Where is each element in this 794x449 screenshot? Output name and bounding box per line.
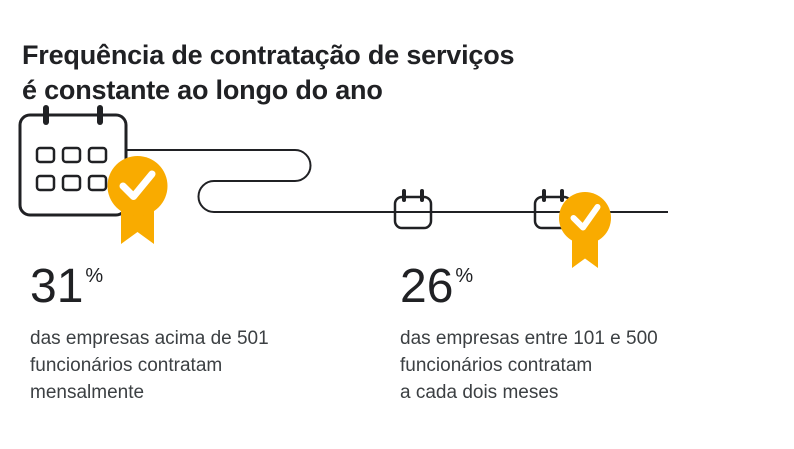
stat-description: das empresas entre 101 e 500 funcionário…	[400, 325, 730, 406]
stat-description-line: a cada dois meses	[400, 382, 559, 403]
stat-block: 26% das empresas entre 101 e 500 funcion…	[400, 248, 730, 406]
award-check-badge-icon	[559, 192, 611, 268]
award-check-badge-icon	[107, 156, 168, 244]
stat-description-line: funcionários contratam	[400, 355, 593, 376]
mini-calendar-icon	[393, 189, 433, 230]
stat-value: 26%	[400, 248, 730, 315]
stat-block: 31% das empresas acima de 501 funcionári…	[30, 248, 360, 406]
timeline-line	[126, 149, 668, 213]
stat-description: das empresas acima de 501 funcionários c…	[30, 325, 360, 406]
stat-percent-sign: %	[455, 265, 474, 287]
stat-description-line: das empresas entre 101 e 500	[400, 328, 658, 349]
stat-value: 31%	[30, 248, 360, 315]
calendar-icon	[18, 105, 128, 217]
page-title: Frequência de contratação de serviços é …	[22, 38, 515, 108]
page-title-line-1: Frequência de contratação de serviços	[22, 40, 515, 71]
stat-description-line: funcionários contratam	[30, 355, 223, 376]
stat-number: 26	[400, 260, 454, 313]
stat-number: 31	[30, 260, 84, 313]
page-title-line-2: é constante ao longo do ano	[22, 75, 383, 106]
stat-description-line: mensalmente	[30, 382, 145, 403]
stat-percent-sign: %	[85, 265, 104, 287]
stat-description-line: das empresas acima de 501	[30, 328, 269, 349]
